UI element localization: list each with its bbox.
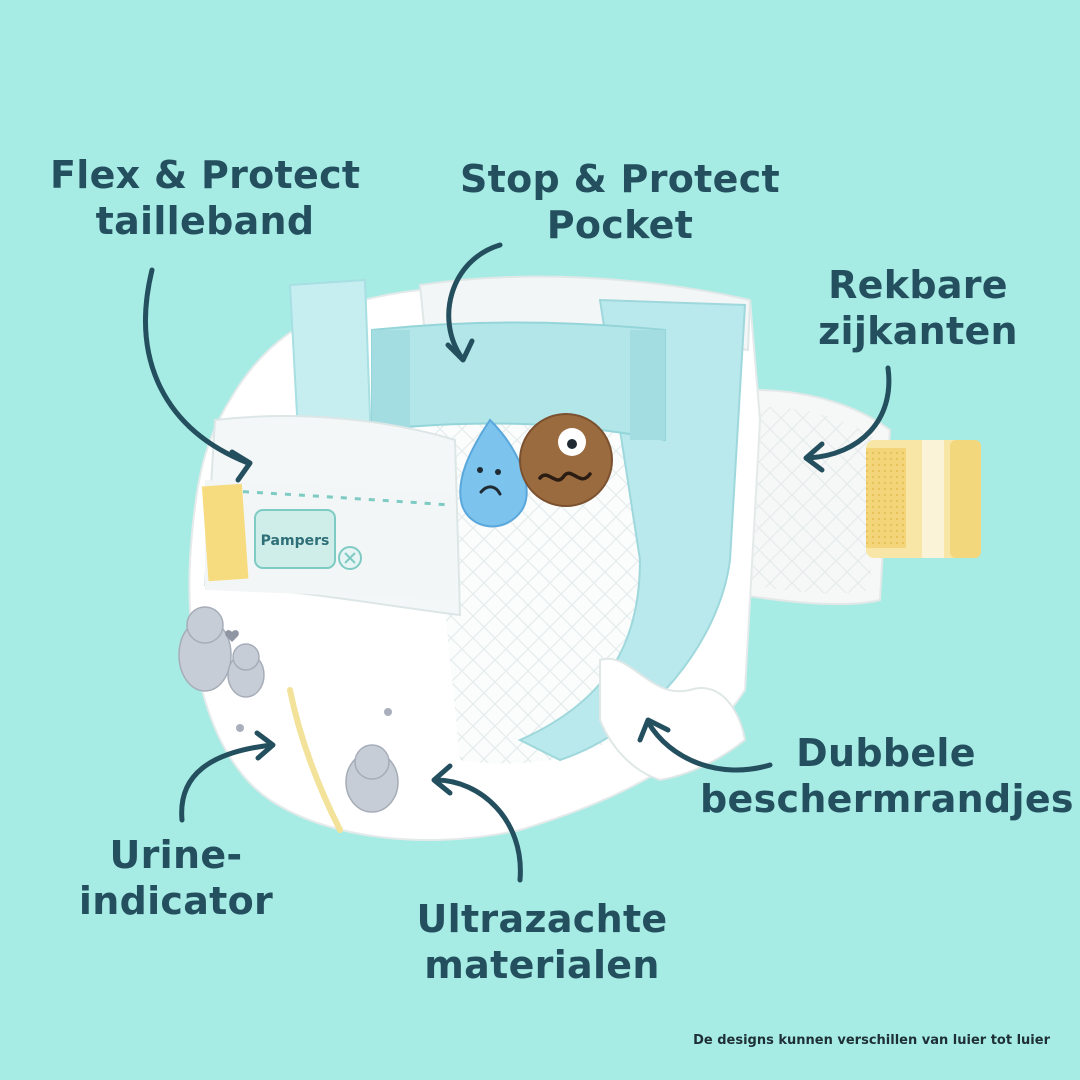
poop-character <box>519 413 613 507</box>
label-line: tailleband <box>95 199 315 243</box>
label-line: Dubbele <box>796 731 976 775</box>
label-flex-protect-tailleband: Flex & Protect tailleband <box>50 152 360 244</box>
label-line: Rekbare <box>828 263 1008 307</box>
arrow-rek <box>805 365 892 461</box>
arrow-ultra <box>433 777 523 883</box>
arrow-urine <box>179 742 275 823</box>
heart-icon <box>225 630 239 642</box>
label-line: Urine- <box>109 833 243 877</box>
arrow-dub-head <box>637 717 671 743</box>
arrow-ultra-head <box>431 763 453 796</box>
label-urine-indicator: Urine- indicator <box>56 832 296 924</box>
label-line: Pocket <box>546 203 694 247</box>
annotation-arrows <box>143 242 892 883</box>
pampers-logo: Pampers <box>261 533 330 549</box>
label-stop-protect-pocket: Stop & Protect Pocket <box>455 156 785 248</box>
elephant-print-center <box>345 744 399 813</box>
label-line: indicator <box>78 879 274 923</box>
pampers-logo-badge <box>254 509 336 569</box>
label-line: Stop & Protect <box>460 157 780 201</box>
design-disclaimer: De designs kunnen verschillen van luier … <box>693 1033 1050 1048</box>
label-line: materialen <box>424 943 660 987</box>
arrow-stop <box>446 242 503 361</box>
label-ultrazachte-materialen: Ultrazachte materialen <box>402 896 682 988</box>
label-line: beschermrandjes <box>700 777 1074 821</box>
arrow-stop-head <box>445 338 475 363</box>
arrow-flex <box>143 267 251 466</box>
left-tape <box>201 483 249 582</box>
water-drop-character <box>459 418 528 528</box>
elephant-print-left <box>178 606 265 698</box>
label-line: zijkanten <box>818 309 1018 353</box>
arrow-rek-head <box>803 441 825 473</box>
arrow-flex-head <box>229 449 253 483</box>
double-barrier-edge <box>599 657 747 782</box>
arrow-urine-head <box>254 730 276 761</box>
label-dubbele-beschermrandjes: Dubbele beschermrandjes <box>700 730 1074 822</box>
label-rekbare-zijkanten: Rekbare zijkanten <box>808 262 1028 354</box>
front-waistband: Pampers <box>201 415 462 617</box>
arrow-dub <box>645 719 773 773</box>
label-line: Ultrazachte <box>416 897 668 941</box>
label-line: Flex & Protect <box>50 153 361 197</box>
wetness-indicator-strip <box>287 687 343 833</box>
dot-decoration <box>236 708 392 732</box>
